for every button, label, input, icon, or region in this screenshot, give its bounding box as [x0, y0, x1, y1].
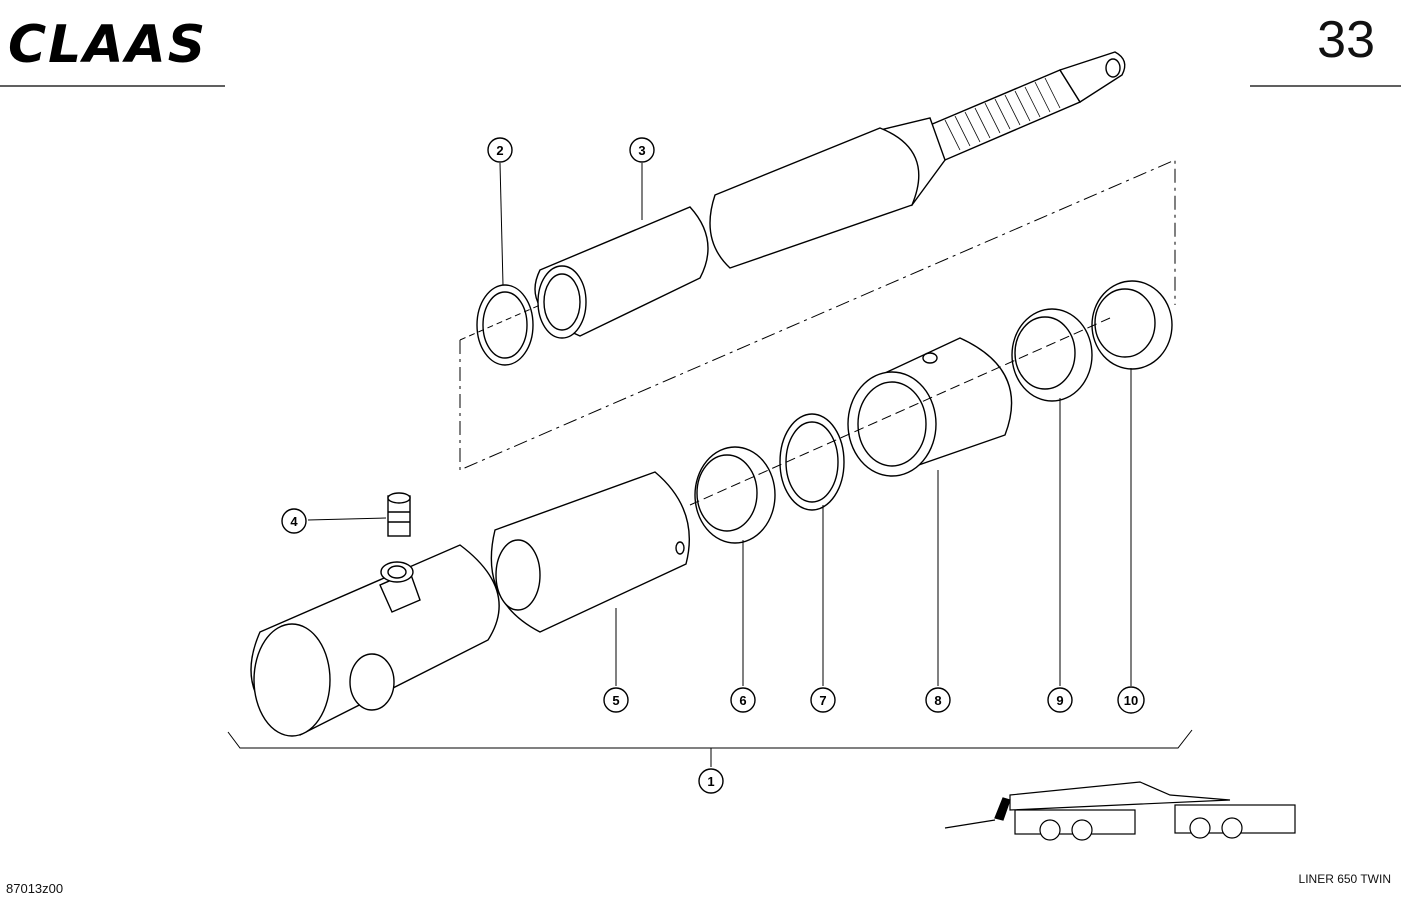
- callout-10-label: 10: [1124, 693, 1138, 708]
- callout-1-label: 1: [707, 774, 714, 789]
- page-number: 33: [1317, 11, 1375, 69]
- callout-1[interactable]: [698, 768, 724, 794]
- callout-5[interactable]: [603, 687, 629, 713]
- callout-6-label: 6: [739, 693, 746, 708]
- callout-9[interactable]: [1047, 687, 1073, 713]
- wiper-part: [1091, 280, 1173, 370]
- callout-6[interactable]: [730, 687, 756, 713]
- callout-7[interactable]: [810, 687, 836, 713]
- callout-4-label: 4: [290, 514, 298, 529]
- callout-9-label: 9: [1056, 693, 1063, 708]
- cylinder-bottom-part: [250, 544, 500, 737]
- callout-3[interactable]: [629, 137, 655, 163]
- drawing-number: 87013z00: [6, 881, 64, 896]
- piston-rod-part: [534, 51, 1126, 339]
- seal-part: [1011, 308, 1093, 402]
- assembly-lines: [227, 159, 1193, 767]
- callout-3-label: 3: [638, 143, 645, 158]
- callout-2-label: 2: [496, 143, 503, 158]
- snap-ring-part: [779, 413, 845, 511]
- callout-8[interactable]: [925, 687, 951, 713]
- claas-logo-text: CLAAS: [8, 18, 207, 66]
- claas-logo: CLAAS: [8, 18, 207, 66]
- callout-5-label: 5: [612, 693, 619, 708]
- cylinder-tube-part: [490, 471, 690, 633]
- fitting-part: [387, 492, 411, 537]
- machine-silhouette: [944, 781, 1296, 841]
- callout-7-label: 7: [819, 693, 826, 708]
- ring-part: [476, 284, 534, 366]
- callout-10[interactable]: [1117, 686, 1145, 714]
- callout-2[interactable]: [487, 137, 513, 163]
- callout-4[interactable]: [281, 508, 307, 534]
- bush-part: [694, 446, 776, 544]
- callout-8-label: 8: [934, 693, 941, 708]
- cylinder-head-part: [847, 337, 1013, 477]
- model-name: LINER 650 TWIN: [1298, 872, 1391, 886]
